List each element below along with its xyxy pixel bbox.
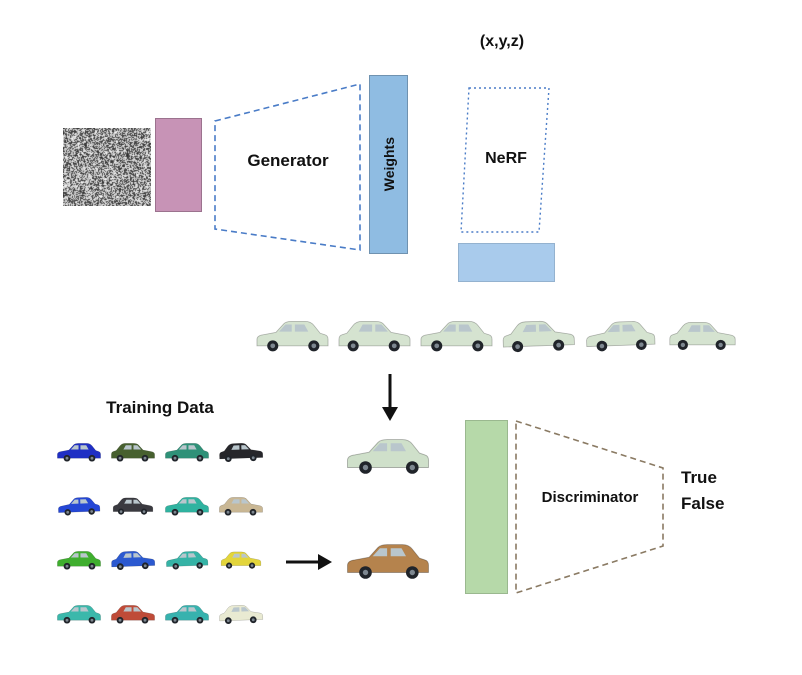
car-image bbox=[106, 424, 160, 478]
latent-code-block bbox=[155, 118, 202, 212]
car-image bbox=[581, 303, 660, 365]
car-image bbox=[417, 303, 496, 365]
weights-label: Weights bbox=[381, 137, 397, 191]
false-label: False bbox=[681, 491, 724, 517]
car-image bbox=[106, 532, 160, 586]
noise-input-image bbox=[63, 128, 151, 206]
discriminator-label: Discriminator bbox=[520, 489, 660, 506]
rendered-views-row bbox=[253, 303, 745, 365]
car-image bbox=[214, 532, 268, 586]
car-image bbox=[106, 478, 160, 532]
car-image bbox=[499, 303, 578, 365]
true-label: True bbox=[681, 465, 724, 491]
nerf-label: NeRF bbox=[470, 150, 542, 168]
right-arrow bbox=[286, 554, 332, 570]
car-image bbox=[160, 478, 214, 532]
down-arrow bbox=[382, 374, 398, 421]
car-image bbox=[335, 303, 414, 365]
car-image bbox=[253, 303, 332, 365]
car-image bbox=[160, 532, 214, 586]
discriminator-input-block bbox=[465, 420, 508, 594]
generated-sample-bottom bbox=[343, 528, 433, 590]
training-data-grid bbox=[52, 424, 268, 640]
car-image bbox=[160, 424, 214, 478]
training-data-label: Training Data bbox=[90, 398, 230, 418]
car-image bbox=[52, 532, 106, 586]
true-false-labels: True False bbox=[681, 465, 724, 518]
car-image bbox=[52, 424, 106, 478]
car-image bbox=[214, 478, 268, 532]
weights-block: Weights bbox=[369, 75, 408, 254]
car-image bbox=[663, 303, 742, 365]
nerf-output-block bbox=[458, 243, 555, 282]
car-image bbox=[214, 424, 268, 478]
discriminator-trapezoid bbox=[516, 421, 663, 593]
generated-sample-top bbox=[343, 420, 433, 488]
car-image bbox=[160, 586, 214, 640]
car-image bbox=[214, 586, 268, 640]
xyz-coordinates-label: (x,y,z) bbox=[447, 33, 557, 51]
car-image bbox=[52, 586, 106, 640]
car-image bbox=[52, 478, 106, 532]
car-image bbox=[106, 586, 160, 640]
generator-label: Generator bbox=[228, 151, 348, 171]
